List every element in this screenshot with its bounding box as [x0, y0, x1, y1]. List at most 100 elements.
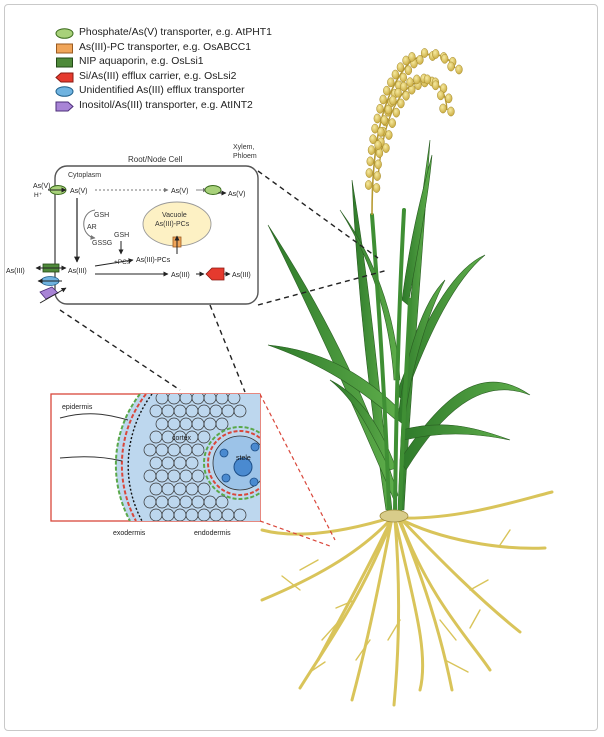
- rice-grain: [397, 98, 405, 109]
- rice-grain: [391, 69, 399, 80]
- vacuole-content-label: As(III)-PCs: [155, 221, 190, 228]
- asiii-right-label: As(III): [232, 272, 251, 279]
- legend-label: NIP aquaporin, e.g. OsLsi1: [79, 56, 204, 68]
- asv-label: As(V): [171, 188, 189, 195]
- rice-grain: [402, 55, 410, 66]
- legend-label: Phosphate/As(V) transporter, e.g. AtPHT1: [79, 27, 272, 38]
- rice-grain: [439, 103, 447, 114]
- rice-grain: [432, 49, 440, 59]
- rice-grain: [455, 64, 463, 75]
- rice-grain: [374, 140, 382, 150]
- unidentified-transporter-icon: [55, 86, 74, 98]
- cell-diagram: Root/Node Cell Cytoplasm Xylem, Phloem A…: [6, 144, 259, 305]
- rice-grain: [447, 106, 455, 117]
- rice-grain: [376, 103, 384, 114]
- rice-grain: [365, 168, 373, 178]
- inositol-transporter-icon: [55, 101, 74, 112]
- cortex-cell: [197, 482, 211, 496]
- rice-grain: [372, 183, 381, 193]
- vacuole-label: Vacuole: [162, 212, 187, 219]
- rice-grain: [408, 52, 416, 62]
- legend-label: As(III)-PC transporter, e.g. OsABCC1: [79, 41, 252, 53]
- connector-lines: [59, 170, 389, 393]
- rice-grain: [385, 130, 393, 140]
- asiii-label: As(III): [68, 268, 87, 275]
- rice-grain: [366, 156, 374, 167]
- rice-grain: [441, 53, 449, 64]
- cortex-cell: [233, 508, 247, 521]
- xylem-label: Xylem,: [233, 144, 254, 151]
- stele-label: stele: [236, 455, 251, 462]
- rice-grain: [416, 55, 424, 65]
- legend-label: Unidentified As(III) efflux transporter: [79, 85, 245, 97]
- pc-transporter-icon: [56, 43, 73, 54]
- legend-label: Si/As(III) efflux carrier, e.g. OsLsi2: [79, 70, 237, 82]
- rice-grain: [387, 77, 395, 88]
- gsh-label: GSH: [94, 212, 109, 219]
- rice-grain: [374, 159, 382, 170]
- rice-grain: [394, 87, 402, 98]
- panicle: [364, 48, 463, 216]
- rice-grain: [392, 107, 400, 118]
- rice-grain: [402, 90, 410, 101]
- rice-grain: [423, 74, 432, 85]
- cortex-cell: [197, 430, 211, 444]
- rice-grain: [384, 104, 392, 115]
- epidermis-label: epidermis: [62, 404, 93, 411]
- cortex-label: cortex: [172, 435, 192, 442]
- ar-label: AR: [87, 224, 97, 231]
- asv-right-label: As(V): [228, 191, 246, 198]
- legend-label: Inositol/As(III) transporter, e.g. AtINT…: [79, 99, 253, 111]
- asiii-outside-label: As(III): [6, 268, 25, 275]
- asiii-pcs-label: As(III)-PCs: [136, 257, 171, 264]
- rice-plant: [260, 48, 554, 707]
- asv-outside-label: As(V): [33, 183, 51, 190]
- cortex-cell: [191, 469, 205, 483]
- rice-grain: [389, 95, 397, 106]
- plant-base: [379, 509, 409, 523]
- rice-grain: [447, 61, 455, 72]
- rice-grain: [437, 90, 445, 101]
- rice-grain: [420, 48, 429, 58]
- cell-title: Root/Node Cell: [128, 155, 182, 164]
- rice-grain: [364, 180, 373, 190]
- rice-grain: [379, 94, 387, 105]
- fine-roots: [281, 529, 511, 673]
- rice-grain: [382, 143, 390, 153]
- nip-aquaporin-icon: [56, 57, 73, 68]
- rice-grain: [383, 85, 391, 96]
- rice-grain: [406, 77, 414, 88]
- exodermis-label: exodermis: [113, 530, 146, 537]
- cortex-cell: [233, 404, 247, 418]
- rice-grain: [380, 115, 388, 125]
- rice-grain: [367, 145, 376, 155]
- phloem-label: Phloem: [233, 153, 257, 160]
- endodermis-label: endodermis: [194, 530, 231, 537]
- cortex-cell: [191, 443, 205, 457]
- rice-grain: [396, 62, 405, 73]
- pcs-label: +PCs: [114, 259, 131, 266]
- rice-grain: [373, 171, 381, 181]
- asiii-label: As(III): [171, 272, 190, 279]
- rice-grain: [404, 65, 413, 76]
- efflux-carrier-icon: [55, 72, 74, 83]
- root-cross-section: epidermis cortex stele exodermis endoder…: [50, 393, 261, 537]
- gssg-label: GSSG: [92, 240, 112, 247]
- rice-grain: [369, 134, 377, 145]
- rice-grain: [373, 113, 381, 124]
- rice-grain: [400, 81, 408, 92]
- rice-grain: [377, 127, 385, 137]
- gsh-label: GSH: [114, 232, 129, 239]
- rice-grain: [399, 72, 407, 83]
- rice-grain: [431, 80, 440, 91]
- h-plus-label: H⁺: [34, 192, 43, 199]
- rice-grain: [388, 118, 396, 128]
- cortex-cell: [215, 417, 229, 431]
- phosphate-transporter-icon: [55, 28, 74, 39]
- rice-grain: [445, 93, 453, 104]
- asv-label: As(V): [70, 188, 88, 195]
- cortex-cell: [215, 495, 229, 509]
- cortex-cell: [185, 456, 199, 470]
- figure-border: [4, 4, 598, 731]
